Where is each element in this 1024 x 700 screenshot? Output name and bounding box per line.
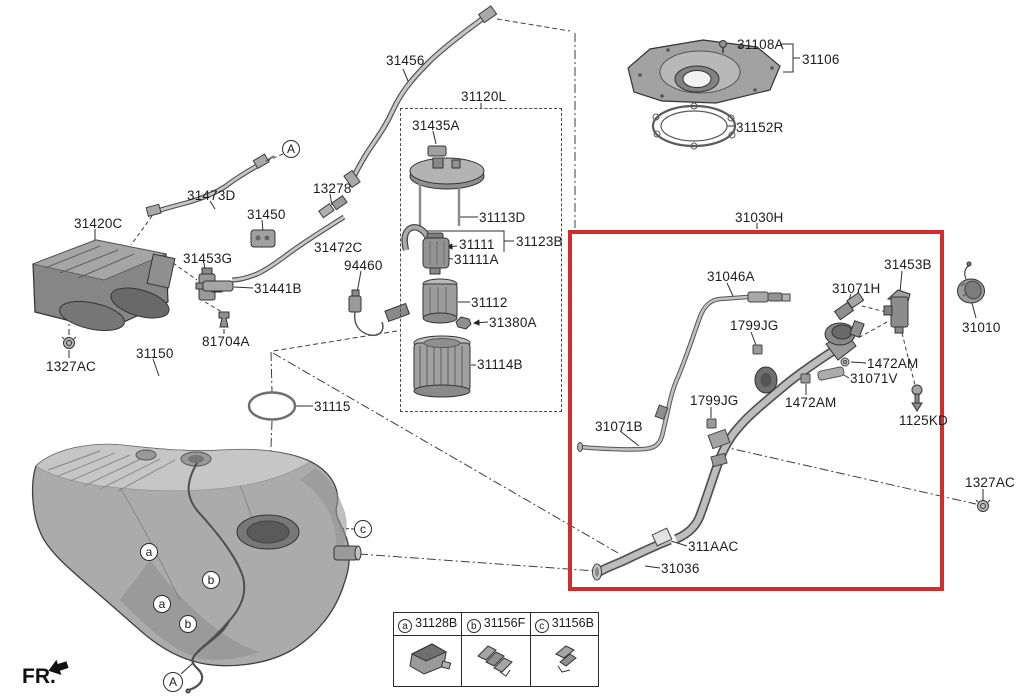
part-label-1472AM-lower: 1472AM — [785, 395, 837, 410]
part-label-31046A: 31046A — [707, 269, 755, 284]
part-label-31112: 31112 — [471, 295, 508, 310]
plate-31106 — [627, 39, 781, 104]
part-label-31071B: 31071B — [595, 419, 643, 434]
clip-icon-small — [555, 644, 578, 673]
tube-31472C — [231, 214, 346, 283]
part-label-31152R: 31152R — [736, 120, 784, 135]
fr-direction-arrow — [48, 659, 69, 675]
part-label-31380A: 31380A — [489, 315, 537, 330]
callout-a-2: a — [153, 595, 171, 613]
clip-1799JG-lower — [706, 418, 717, 429]
part-label-1327AC-left: 1327AC — [46, 359, 96, 374]
tube-31473D — [145, 153, 275, 217]
fuel-cap-31010 — [957, 261, 985, 304]
hose-31071H — [833, 292, 865, 321]
hose-31071V — [817, 366, 845, 381]
sender-94460 — [348, 289, 411, 337]
vent-tube-31071B-31046A — [577, 291, 791, 452]
canister-31420C — [31, 239, 176, 331]
part-label-31473D: 31473D — [187, 188, 236, 203]
part-label-31472C: 31472C — [314, 240, 363, 255]
callout-b-2: b — [179, 615, 197, 633]
pad-icon — [409, 642, 451, 675]
dashed-box-31120L — [400, 108, 562, 412]
part-label-31456: 31456 — [386, 53, 425, 68]
part-label-94460: 94460 — [344, 258, 383, 273]
highlight-box-31030H — [568, 230, 944, 591]
callout-b-1: b — [202, 571, 220, 589]
pump-module-parts — [401, 145, 485, 398]
part-label-31123B: 31123B — [516, 234, 563, 249]
tube-31456 — [343, 5, 498, 189]
nut-1327AC-left — [61, 336, 77, 349]
bolt-31108A — [719, 40, 727, 53]
part-label-31108A: 31108A — [737, 37, 784, 52]
part-label-31071H: 31071H — [832, 281, 881, 296]
nut-1327AC-right — [975, 499, 991, 512]
part-label-1472AM-upper: 1472AM — [867, 356, 919, 371]
ring-31152R — [651, 102, 737, 150]
valve-31441B — [195, 280, 234, 292]
grommet-81704A — [218, 311, 230, 328]
clip-icon-large — [477, 644, 513, 677]
fastener-1125KD — [911, 384, 923, 412]
part-label-31450: 31450 — [247, 207, 286, 222]
legend-icon-31156B — [529, 635, 600, 687]
legend-icon-31156F — [461, 635, 531, 687]
fr-label: FR. — [22, 665, 56, 688]
callout-a-1: a — [140, 543, 158, 561]
part-label-31071V: 31071V — [850, 371, 898, 386]
part-label-31114B: 31114B — [477, 357, 523, 372]
part-label-31036: 31036 — [661, 561, 700, 576]
part-label-31111: 31111 — [459, 237, 495, 252]
part-label-31106: 31106 — [802, 52, 840, 67]
valve-31453B — [883, 289, 911, 334]
part-label-31115: 31115 — [314, 399, 351, 414]
part-label-13278: 13278 — [313, 181, 352, 196]
clip-1472AM-lower — [800, 373, 811, 384]
fuel-tank-31150 — [31, 443, 362, 694]
legend-key-b-icon: b — [466, 618, 481, 633]
legend-part-c: 31156B — [551, 615, 594, 630]
part-label-1327AC-right: 1327AC — [965, 475, 1015, 490]
legend-icon-31128B — [392, 635, 463, 687]
part-label-1799JG-lower: 1799JG — [690, 393, 739, 408]
ring-31115 — [247, 391, 297, 421]
legend-key-c-icon: c — [534, 618, 549, 633]
clamp-31450 — [250, 229, 276, 248]
part-label-81704A: 81704A — [202, 334, 250, 349]
clamp-1472AM-upper — [840, 357, 850, 367]
part-label-31010: 31010 — [962, 320, 1001, 335]
filler-pipe-31036 — [592, 320, 865, 581]
part-label-31453B: 31453B — [884, 257, 932, 272]
part-label-1125KD: 1125KD — [899, 413, 948, 428]
clip-1799JG-upper — [752, 344, 763, 355]
legend-part-b: 31156F — [483, 615, 526, 630]
part-label-1799JG-upper: 1799JG — [730, 318, 779, 333]
part-label-31120L: 31120L — [461, 89, 507, 104]
part-label-31030H: 31030H — [735, 210, 784, 225]
callout-c: c — [354, 520, 372, 538]
part-label-31420C: 31420C — [74, 216, 123, 231]
part-label-31111A: 31111A — [454, 252, 499, 267]
part-label-31150: 31150 — [136, 346, 174, 361]
part-label-311AAC: 311AAC — [688, 539, 739, 554]
part-label-31435A: 31435A — [412, 118, 460, 133]
part-label-31113D: 31113D — [479, 210, 526, 225]
legend-key-a-icon: a — [398, 618, 413, 633]
callout-A-bottom: A — [163, 672, 183, 692]
part-label-31453G: 31453G — [183, 251, 233, 266]
part-label-31441B: 31441B — [254, 281, 302, 296]
connector-13278 — [318, 195, 348, 219]
leader-lines — [68, 43, 984, 675]
callout-A-top: A — [282, 140, 300, 158]
legend-part-a: 31128B — [415, 615, 458, 630]
